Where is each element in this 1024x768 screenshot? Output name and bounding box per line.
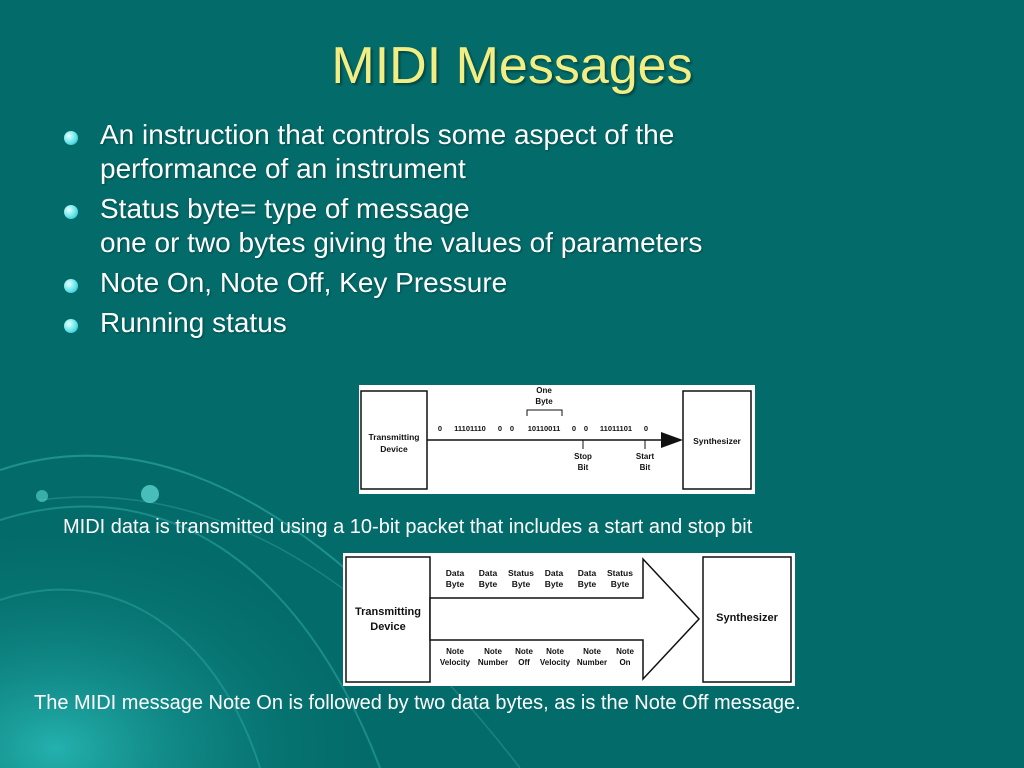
bit-value: 0 [572,424,576,433]
byte-label: Data [479,568,498,578]
message-label: Note [546,647,564,656]
byte-label: Byte [578,579,597,589]
byte-label: Byte [446,579,465,589]
big-arrow-icon [429,557,701,681]
bit-value: 10110011 [528,424,561,433]
synth-label: Synthesizer [693,436,741,446]
bullet-item: Note On, Note Off, Key Pressure [62,266,702,300]
bullet-text: Status byte= type of message [100,193,470,224]
byte-label: Status [508,568,534,578]
byte-label: Byte [512,579,531,589]
caption-packet: MIDI data is transmitted using a 10-bit … [63,516,753,538]
message-label: Number [478,658,508,667]
message-diagram: Transmitting Device Synthesizer Data Byt… [343,553,795,686]
synth-box [682,390,752,490]
bullet-icon [64,319,78,333]
bullet-item: An instruction that controls some aspect… [62,118,702,186]
start-bit-label: Start [636,452,655,461]
message-label: Note [484,647,502,656]
one-byte-label: One [536,386,552,395]
transmitter-label: Transmitting [355,606,421,618]
message-label: Velocity [440,658,471,667]
byte-label: Byte [611,579,630,589]
synth-box [702,556,792,683]
transmitter-label: Transmitting [368,432,419,442]
transmitter-box [345,556,431,683]
bullet-text: performance of an instrument [100,153,466,184]
message-label: Note [446,647,464,656]
byte-label: Byte [479,579,498,589]
bullet-text: Note On, Note Off, Key Pressure [100,267,508,298]
byte-bracket [526,409,563,416]
transmitter-label: Device [370,621,405,633]
bit-value: 0 [644,424,648,433]
bit-value: 11011101 [600,424,632,433]
packet-diagram: Transmitting Device Synthesizer One Byte… [359,385,755,494]
transmitter-label: Device [380,444,408,454]
stop-bit-label: Bit [578,463,589,472]
bullet-icon [64,205,78,219]
bullet-icon [64,279,78,293]
start-bit-label: Bit [640,463,651,472]
bit-value: 11101110 [454,424,486,433]
byte-label: Data [578,568,597,578]
bullet-item: Status byte= type of message one or two … [62,192,702,260]
caption-message: The MIDI message Note On is followed by … [34,692,801,714]
byte-label: Status [607,568,633,578]
bullet-list: An instruction that controls some aspect… [62,118,702,346]
bullet-icon [64,131,78,145]
message-label: Number [577,658,607,667]
byte-label: Data [446,568,465,578]
bullet-text: An instruction that controls some aspect… [100,119,675,150]
one-byte-label: Byte [535,397,553,406]
arrow-icon [661,432,683,448]
bit-value: 0 [510,424,514,433]
message-label: Velocity [540,658,571,667]
stop-bit-label: Stop [574,452,592,461]
message-label: Note [616,647,634,656]
message-label: Note [583,647,601,656]
slide-title: MIDI Messages [331,37,693,95]
byte-label: Byte [545,579,564,589]
bit-value: 0 [438,424,442,433]
message-label: Note [515,647,533,656]
bullet-text: one or two bytes giving the values of pa… [100,227,703,258]
byte-label: Data [545,568,564,578]
synth-label: Synthesizer [716,612,778,624]
bullet-text: Running status [100,307,287,338]
bit-value: 0 [584,424,588,433]
bit-value: 0 [498,424,502,433]
message-label: Off [518,658,530,667]
message-label: On [619,658,630,667]
bullet-item: Running status [62,306,702,340]
